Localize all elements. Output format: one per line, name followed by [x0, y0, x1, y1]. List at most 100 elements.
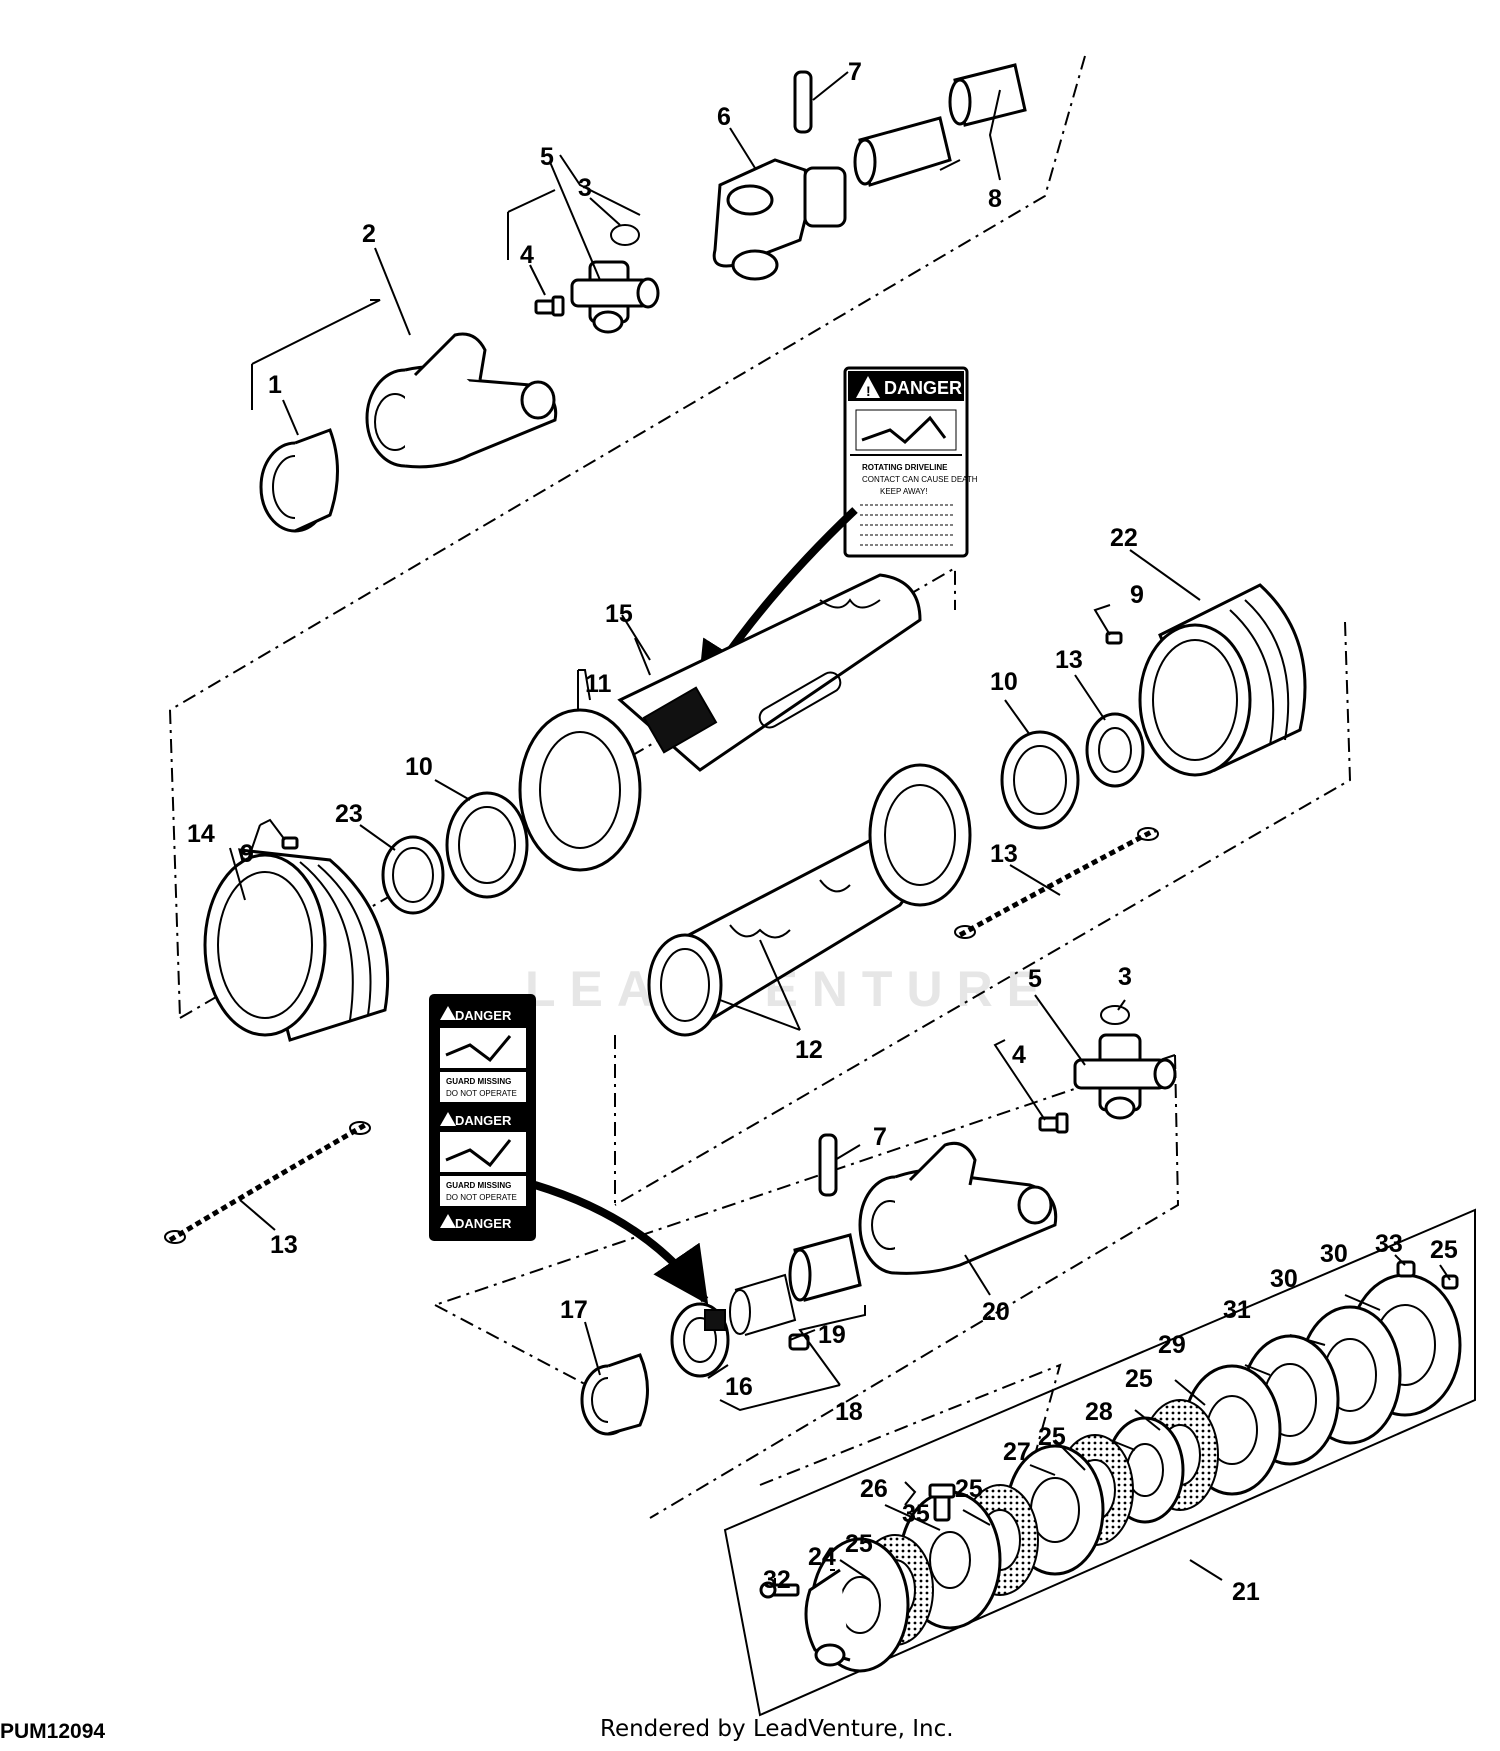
callout-13: 13	[990, 840, 1018, 868]
decal-left-text2b: DO NOT OPERATE	[446, 1193, 517, 1202]
clutch-yoke-24	[804, 1537, 910, 1673]
nut-33	[1396, 1260, 1416, 1278]
bearing-16	[670, 1302, 730, 1378]
callout-19: 19	[818, 1321, 846, 1349]
diagram-id: PUM12094	[0, 1720, 106, 1743]
grease-fitting-4-lower	[1038, 1112, 1069, 1134]
callout-26: 26	[860, 1475, 888, 1503]
clutch-box-21	[723, 1208, 1476, 1717]
outer-shield-bearing-1	[259, 428, 339, 533]
cross-bearing-5-lower	[1073, 1033, 1177, 1120]
bearing-ring-23	[381, 835, 445, 915]
callout-25: 25	[845, 1530, 873, 1558]
callout-4: 4	[520, 241, 534, 269]
callout-35: 35	[902, 1500, 930, 1528]
callout-33: 33	[1375, 1230, 1403, 1258]
callout-28: 28	[1085, 1398, 1113, 1426]
callout-5: 5	[1028, 965, 1042, 993]
spring-pin-7-lower	[818, 1133, 838, 1197]
callout-31: 31	[1223, 1296, 1251, 1324]
decal-left-text1a: GUARD MISSING	[446, 1077, 511, 1086]
callout-29: 29	[1158, 1331, 1186, 1359]
svg-text:!: !	[866, 383, 871, 399]
spring-pin-7	[793, 70, 813, 134]
inner-guard-tube-12	[647, 763, 972, 1037]
callout-3: 3	[578, 174, 592, 202]
callout-14: 14	[187, 820, 215, 848]
shaft-sleeve-18	[729, 1233, 862, 1336]
decal-pointer-left	[533, 1181, 709, 1305]
decal-left-header1: DANGER	[455, 1008, 512, 1023]
danger-decal-guard-missing: DANGER GUARD MISSING DO NOT OPERATE DANG…	[429, 994, 536, 1241]
shield-bearing-17	[580, 1353, 649, 1436]
callout-11: 11	[585, 670, 612, 698]
leader-lines	[229, 71, 1451, 1585]
decal-header: DANGER	[884, 378, 962, 398]
bolt-35	[928, 1483, 956, 1522]
inner-yoke-2	[365, 332, 558, 469]
callout-6: 6	[717, 103, 731, 131]
callout-10: 10	[990, 668, 1018, 696]
guard-cone-14	[203, 848, 390, 1042]
bearing-ring-10-left	[445, 791, 529, 899]
callout-25: 25	[1125, 1365, 1153, 1393]
callout-2: 2	[362, 220, 376, 248]
callout-18: 18	[835, 1398, 863, 1426]
yoke-20	[858, 1141, 1058, 1275]
callout-25: 25	[955, 1475, 983, 1503]
credit-text: Rendered by LeadVenture, Inc.	[600, 1716, 954, 1742]
safety-chain-13-right	[954, 827, 1159, 939]
callout-27: 27	[1003, 1438, 1031, 1466]
snap-ring-3	[610, 224, 640, 246]
callout-9: 9	[1130, 581, 1144, 609]
snap-ring-3-lower	[1100, 1005, 1130, 1025]
decal-title: ROTATING DRIVELINE	[862, 463, 948, 472]
callout-8: 8	[988, 185, 1002, 213]
decal-left-header2: DANGER	[455, 1113, 512, 1128]
callout-15: 15	[605, 600, 633, 628]
danger-decal-rotating-driveline: ! DANGER ROTATING DRIVELINE CONTACT CAN …	[843, 366, 978, 558]
callout-30: 30	[1270, 1265, 1298, 1293]
callout-13: 13	[270, 1231, 298, 1259]
callout-10: 10	[405, 753, 433, 781]
callout-20: 20	[982, 1298, 1010, 1326]
callout-22: 22	[1110, 524, 1138, 552]
callout-30: 30	[1320, 1240, 1348, 1268]
decal-subtitle: CONTACT CAN CAUSE DEATH	[862, 475, 978, 484]
decal-left-header3: DANGER	[455, 1216, 512, 1231]
callout-7: 7	[848, 58, 862, 86]
bolt-32	[759, 1581, 800, 1599]
callout-4: 4	[1012, 1041, 1026, 1069]
callout-32: 32	[763, 1566, 791, 1594]
outer-guard-tube-15	[518, 573, 922, 872]
shaft-pins-8	[853, 63, 1027, 187]
callout-24: 24	[808, 1543, 836, 1571]
bearing-ring-13	[1085, 712, 1145, 788]
safety-chain-13-left	[164, 1121, 371, 1244]
guard-cone-22	[1138, 583, 1307, 777]
callout-5: 5	[540, 143, 554, 171]
callout-21: 21	[1232, 1578, 1260, 1606]
decal-subtitle2: KEEP AWAY!	[880, 487, 928, 496]
callout-25: 25	[1430, 1236, 1458, 1264]
cross-bearing-5	[570, 260, 660, 334]
callout-12: 12	[795, 1036, 823, 1064]
bearing-ring-10-right	[1000, 730, 1080, 830]
screw-9-left	[281, 836, 299, 850]
yoke-6	[712, 158, 847, 281]
grease-fitting-4	[534, 295, 565, 317]
callout-1: 1	[268, 371, 282, 399]
callout-9: 9	[240, 840, 254, 868]
decal-left-text2a: GUARD MISSING	[446, 1181, 511, 1190]
callout-7: 7	[873, 1123, 887, 1151]
nut-25	[1441, 1274, 1459, 1290]
callout-17: 17	[560, 1296, 588, 1324]
callout-13: 13	[1055, 646, 1083, 674]
screw-9-right	[1105, 631, 1123, 645]
callout-3: 3	[1118, 963, 1132, 991]
callout-16: 16	[725, 1373, 753, 1401]
callouts: 1 2 3 4 5 6 7 8 22 9 15 11 13 10 10 23 1…	[187, 58, 1458, 1606]
callout-23: 23	[335, 800, 363, 828]
decal-left-text1b: DO NOT OPERATE	[446, 1089, 517, 1098]
